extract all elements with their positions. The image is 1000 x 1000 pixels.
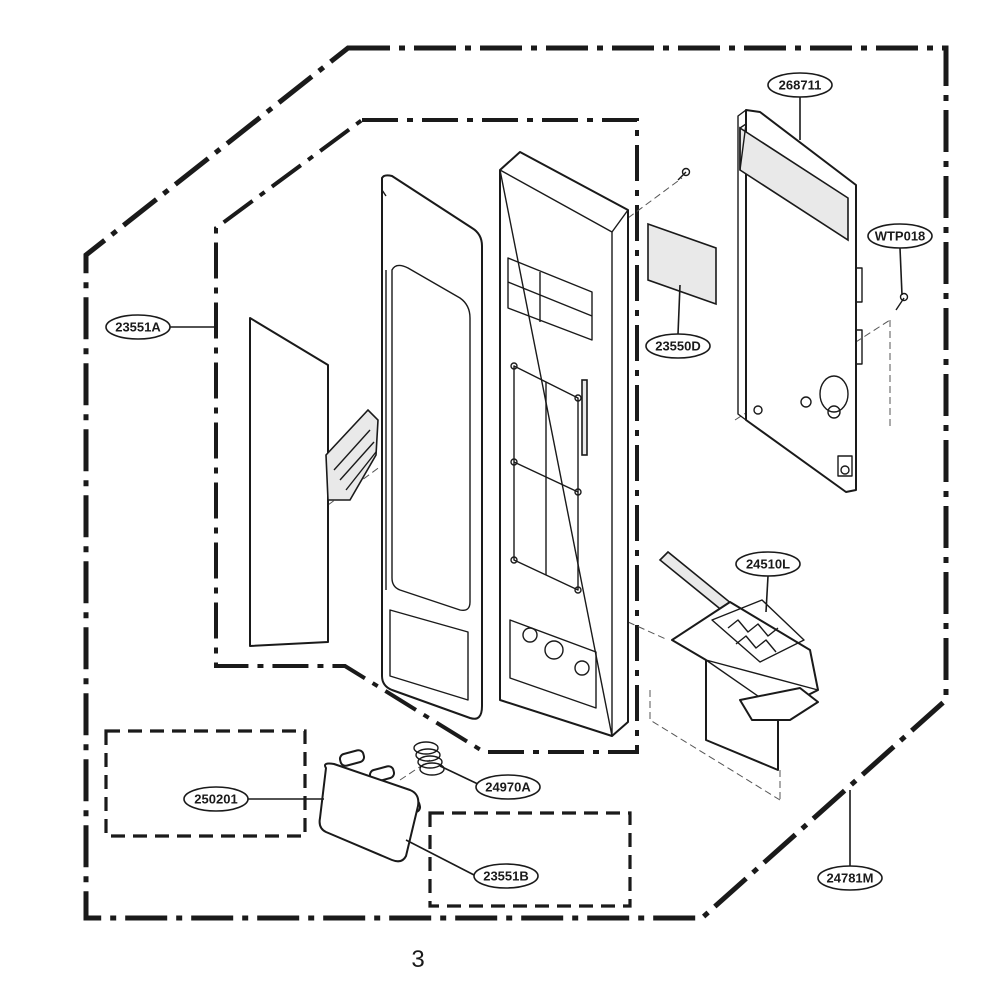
door-panel-part <box>381 174 483 720</box>
subassembly-box-left <box>104 729 307 838</box>
callout-23550D: 23550D <box>645 333 711 359</box>
callout-24510L: 24510L <box>735 551 801 577</box>
subassembly-box-right <box>428 811 632 908</box>
callout-24781M: 24781M <box>817 865 883 891</box>
page-number: 3 <box>411 946 424 973</box>
screw-part-right <box>895 292 909 311</box>
callout-label: 23551B <box>483 869 529 884</box>
callout-label: 268711 <box>779 78 822 93</box>
assembly-boundary-outer <box>83 45 949 921</box>
pcb-board-part <box>737 109 863 493</box>
push-button-part <box>318 749 422 863</box>
callout-250201: 250201 <box>183 786 249 812</box>
latch-lever-part <box>658 550 819 771</box>
callout-label: WTP018 <box>875 229 926 244</box>
callout-268711: 268711 <box>767 72 833 98</box>
callout-label: 24970A <box>485 780 531 795</box>
control-frame-part <box>499 151 629 737</box>
label-sheet-part <box>647 222 717 306</box>
callout-24970A: 24970A <box>475 774 541 800</box>
callout-leaders <box>170 97 903 877</box>
assembly-boundary-inner <box>214 118 639 754</box>
callout-label: 250201 <box>194 792 237 807</box>
screw-part-top <box>677 167 691 181</box>
callout-label: 24510L <box>746 557 790 572</box>
spring-part <box>413 741 445 776</box>
callout-label: 23551A <box>115 320 161 335</box>
callout-23551B: 23551B <box>473 863 539 889</box>
callout-WTP018: WTP018 <box>867 223 933 249</box>
callout-label: 23550D <box>655 339 701 354</box>
membrane-sheet-part <box>249 317 379 647</box>
callout-23551A: 23551A <box>105 314 171 340</box>
callout-label: 24781M <box>827 871 874 886</box>
